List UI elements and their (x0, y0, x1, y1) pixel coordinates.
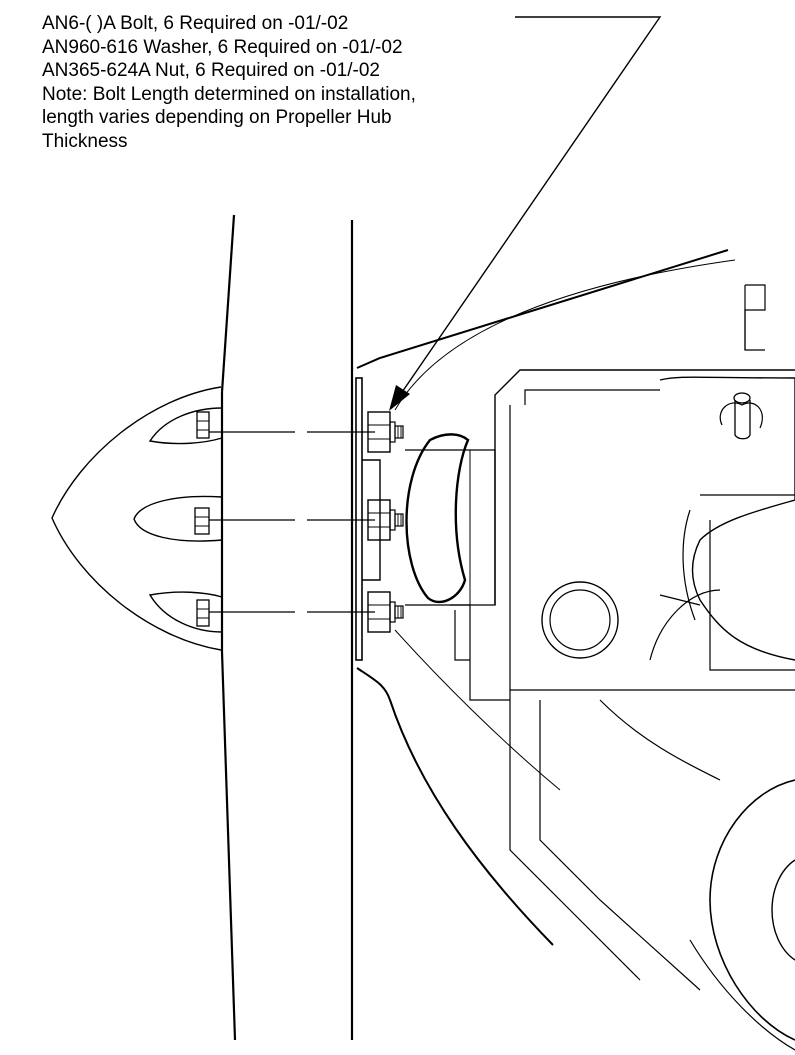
bolt-centerlines (209, 431, 375, 613)
spinner-cutout-top (148, 407, 223, 445)
bolt-assembly-bottom (367, 591, 404, 633)
cowling-inner-upper (394, 259, 736, 411)
lower-frame-line (689, 939, 795, 1051)
callout-leader (389, 16, 662, 411)
bolt-spec-line: AN6-( )A Bolt, 6 Required on -01/-02 (42, 13, 349, 34)
spinner-cutout-middle (133, 495, 223, 542)
cowling-upper-edge (356, 249, 729, 369)
washer-middle (389, 509, 396, 531)
nut-spec-line: AN365-624A Nut, 6 Required on -01/-02 (42, 60, 380, 81)
engine-block (450, 284, 795, 991)
starter-motor-inner (771, 859, 795, 961)
alternator-pulley (405, 433, 470, 604)
spinner (51, 214, 237, 1041)
engine-cowling (356, 249, 736, 946)
note-line-2: length varies depending on Propeller Hub (42, 107, 392, 128)
spinner-nut-top (196, 411, 210, 439)
bolt-assembly-middle (367, 499, 404, 541)
bolt-end-top (394, 425, 404, 439)
note-line-1: Note: Bolt Length determined on installa… (42, 83, 416, 105)
washer-bottom (389, 601, 396, 623)
bolt-assembly-top (367, 411, 404, 453)
cowling-inner-lower (394, 629, 561, 791)
washer-top (389, 421, 396, 443)
cowling-lower-edge (356, 667, 554, 946)
engine-mount-bracket (744, 284, 766, 351)
propeller-blade-upper-edge (220, 214, 236, 393)
note-line-3: Thickness (42, 130, 128, 152)
callout-note: AN6-( )A Bolt, 6 Required on -01/-02 AN9… (42, 12, 562, 153)
starter-motor-outline (709, 779, 795, 1041)
leader-arrowhead (389, 385, 410, 411)
propeller-blade-lower-edge (220, 651, 237, 1041)
accessory-housing-outer (541, 581, 619, 659)
spinner-cutout-bottom (148, 591, 223, 633)
accessory-housing-inner (549, 589, 611, 651)
spinner-nut-bottom (196, 599, 210, 627)
oil-filler-tube (719, 392, 763, 440)
bolt-end-bottom (394, 605, 404, 619)
crankshaft-flange (355, 377, 381, 661)
spinner-nut-middle (194, 507, 210, 535)
bolt-end-middle (394, 513, 404, 527)
crankcase-outline (659, 376, 795, 661)
washer-spec-line: AN960-616 Washer, 6 Required on -01/-02 (42, 36, 403, 58)
